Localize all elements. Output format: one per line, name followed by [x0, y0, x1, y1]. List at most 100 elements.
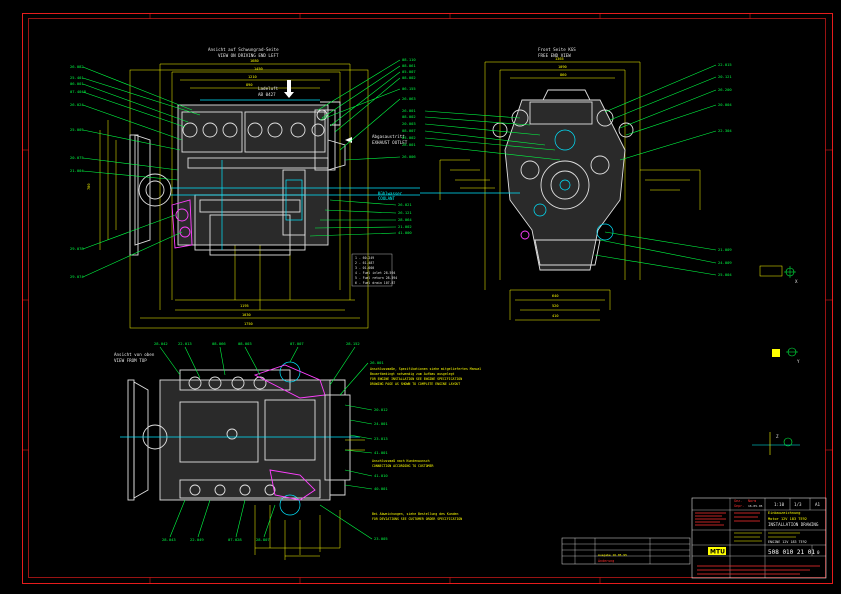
left-legend: 1 - 60.249 2 - 61.487 3 - 01.000 4 - Fue…	[351, 253, 397, 287]
legend-line-6: 6 - Fuel drain 107.87	[355, 281, 395, 285]
legend-line-2: 2 - 61.487	[355, 261, 374, 265]
label-l-0: 26.082	[70, 64, 84, 69]
label-fr-7: 25.004	[718, 272, 732, 277]
legend-line-4: 4 - Fuel inlet 28.594	[355, 271, 395, 275]
label-l-2: 06.001	[70, 81, 84, 86]
left-view-dim-text: 1680 1450 1210 890 1195 1030 1750 780	[87, 59, 263, 326]
label-lm-6: 26.006	[402, 154, 416, 159]
sheet-number: 1/3	[794, 502, 802, 507]
label-ft-2: 20.003	[402, 121, 416, 126]
charge-air-note: Ladeluft	[258, 86, 279, 91]
description-1: Einbauzeichnung	[768, 511, 800, 515]
format-value: A1	[815, 502, 821, 507]
svg-text:1090: 1090	[558, 65, 567, 69]
detail-1-label: X	[795, 279, 798, 284]
label-lr-0: 26.021	[398, 202, 412, 207]
label-bt-4: 07.007	[290, 341, 304, 346]
label-l-9: 29.074	[70, 274, 84, 279]
description-4: ENGINE 12V 183 TE92	[768, 540, 807, 544]
charge-air-code: AB 0427	[258, 92, 276, 97]
label-fr-3: 20.004	[718, 102, 732, 107]
outer-border	[22, 13, 833, 584]
bottom-note-3: FOR ENGINE INSTALLATION SEE ENGINE SPECI…	[370, 377, 462, 381]
exhaust-note-de: Abgasaustritt	[372, 134, 405, 139]
label-bt-6: 26.001	[370, 360, 384, 365]
label-bb-2: 07.028	[228, 537, 242, 542]
detail-3: Z	[752, 432, 800, 455]
bottom-note-8: FOR DEVIATIONS SEE CUSTOMER ORDER SPECIF…	[372, 517, 462, 521]
description-2: Motor 12V 183 TE92	[768, 517, 807, 521]
revision-index: 0	[817, 550, 820, 555]
title-block-yellow-print	[734, 532, 800, 542]
label-lm-2: 05.007	[402, 69, 416, 74]
front-right-labels: 22.015 20.121 26.200 20.004 22.304 21.00…	[594, 62, 732, 277]
scale-value: 1:10	[774, 502, 785, 507]
svg-text:1680: 1680	[250, 59, 259, 63]
drawn-label: Gez.	[734, 499, 742, 503]
drawing-number: 508 010 21 01	[768, 549, 815, 556]
svg-text:640: 640	[552, 294, 559, 298]
svg-text:1030: 1030	[242, 313, 251, 317]
exhaust-note-en: EXHAUST OUTLET	[372, 140, 408, 145]
label-ft-5: 28.001	[402, 142, 416, 147]
label-br-2: 23.013	[374, 436, 388, 441]
label-bt-2: 08.066	[212, 341, 226, 346]
bottom-right-labels: 20.012 24.001 23.013 41.001 41.010 40.00…	[319, 404, 388, 541]
border-ticks	[22, 13, 833, 584]
svg-text:520: 520	[552, 304, 559, 308]
front-top-labels: 26.001 08.002 20.003 08.007 03.002 28.00…	[402, 108, 561, 161]
label-lm-0: 08.110	[402, 57, 416, 62]
label-l-5: 25.005	[70, 127, 84, 132]
front-view-dim-text: 1365 1090 860 640 520 410	[552, 57, 567, 318]
description-3: INSTALLATION DRAWING	[768, 522, 819, 527]
label-bb-3: 28.807	[256, 537, 270, 542]
label-ft-3: 08.007	[402, 128, 416, 133]
label-lr-2: 28.064	[398, 217, 412, 222]
label-br-1: 24.001	[374, 421, 388, 426]
rev-entry: Ausgabe 16.05.95	[598, 553, 627, 557]
rev-label: Änderung	[598, 558, 614, 563]
bottom-view-title-en: VIEW FROM TOP	[114, 358, 147, 363]
label-ft-4: 03.002	[402, 135, 416, 140]
bottom-note-7: Bei Abweichungen, siehe Bestellung des K…	[372, 512, 458, 516]
left-view-title-en: VIEW ON DRIVING END LEFT	[218, 53, 279, 58]
bottom-bottom-labels: 28.043 22.049 07.028 28.807	[162, 499, 276, 542]
label-fr-4: 22.304	[718, 128, 732, 133]
label-l-1: 25.401	[70, 75, 84, 80]
bottom-view-title-de: Ansicht von oben	[114, 352, 155, 357]
label-bt-5: 28.152	[346, 341, 360, 346]
svg-text:1210: 1210	[248, 75, 257, 79]
svg-text:1750: 1750	[244, 322, 253, 326]
left-right-labels: 26.021 26.121 28.064 21.002 41.000	[309, 199, 412, 237]
left-engine-body	[129, 99, 420, 256]
svg-text:1450: 1450	[254, 67, 263, 71]
bottom-note-5: Anschlussmaß nach Kundenwunsch	[372, 459, 430, 463]
label-l-3: 07.4048	[70, 89, 87, 94]
svg-text:780: 780	[87, 184, 91, 191]
label-bt-3: 08.003	[238, 341, 252, 346]
label-l-8: 29.078	[70, 246, 84, 251]
title-block-fine-print	[695, 512, 820, 575]
label-lr-4: 41.000	[398, 230, 412, 235]
legend-line-5: 5 - Fuel return 28.594	[355, 276, 397, 280]
label-l-4: 26.024	[70, 102, 84, 107]
coolant-note-en: COOLANT	[378, 196, 395, 201]
title-date: 16.05.95	[748, 504, 763, 508]
label-lm-1: 08.061	[402, 63, 416, 68]
left-view: Ansicht auf Schwungrad-Seite VIEW ON DRI…	[70, 47, 420, 329]
svg-text:890: 890	[246, 83, 253, 87]
bottom-note-1: Anschlussmaße, Spezifikationen siehe mit…	[370, 367, 481, 371]
svg-text:860: 860	[560, 73, 567, 77]
bottom-yellow-notes: Anschlussmaße, Spezifikationen siehe mit…	[370, 367, 481, 521]
inner-border	[28, 18, 826, 578]
label-fr-0: 22.015	[718, 62, 732, 67]
bottom-view: Ansicht von oben VIEW FROM TOP	[114, 341, 481, 560]
label-l-7: 21.004	[70, 168, 84, 173]
detail-symbols: X Y Z	[752, 265, 800, 455]
detail-1: X	[759, 265, 798, 284]
label-fr-2: 26.200	[718, 87, 732, 92]
company-logo: MTU	[710, 549, 725, 556]
legend-line-3: 3 - 01.000	[355, 266, 374, 270]
label-ft-0: 26.001	[402, 108, 416, 113]
